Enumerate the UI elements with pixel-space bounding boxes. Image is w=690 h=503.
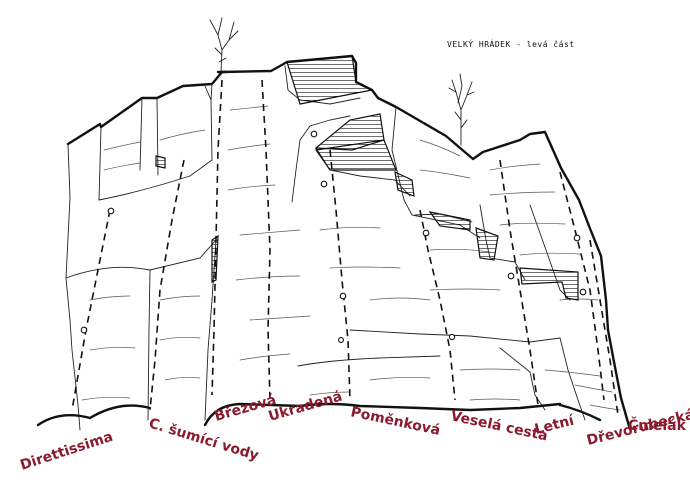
route-line-ukradena — [261, 79, 271, 401]
route-lines — [71, 79, 619, 416]
route-line-drevorubecka — [559, 171, 605, 401]
route-line-vesela-cesta — [419, 209, 456, 401]
tree-right-icon — [448, 73, 475, 146]
route-line-brezova — [211, 79, 223, 396]
tree-left-icon — [209, 17, 239, 74]
route-label-cmelak: Čmelák — [628, 416, 687, 434]
route-line-sumici-vody — [149, 159, 185, 411]
route-label-letni: Letní — [533, 412, 577, 437]
diagram-title: VELKÝ HRÁDEK - levá část — [447, 38, 575, 49]
rock-strata — [81, 105, 621, 411]
base-lines — [36, 402, 602, 427]
route-line-direttissima — [71, 209, 111, 411]
route-label-sumici-vody: C. šumící vody — [147, 416, 261, 465]
route-label-ukradena: Ukradená — [267, 389, 344, 425]
crack-lines — [65, 65, 586, 431]
route-label-direttissima: Direttissima — [18, 429, 115, 474]
overhangs — [155, 55, 579, 301]
route-line-letni — [499, 159, 539, 406]
route-line-pomenkova — [329, 149, 351, 401]
bolts — [80, 130, 587, 343]
route-line-cmelak — [589, 239, 619, 416]
route-labels: Direttissima C. šumící vody Březová Ukra… — [18, 389, 690, 474]
